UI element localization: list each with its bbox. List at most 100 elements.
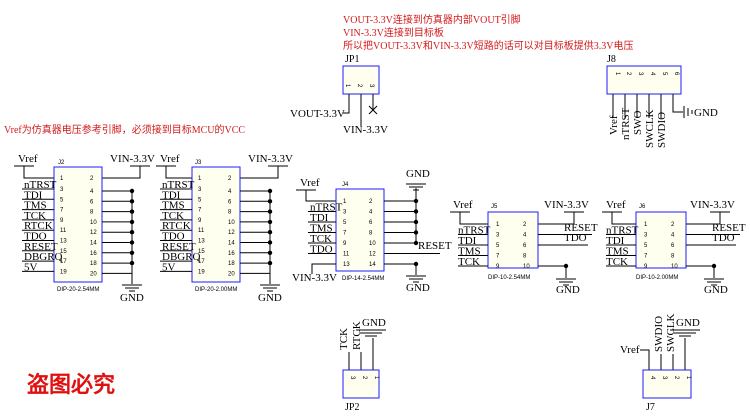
j2-signal-label: 5V xyxy=(24,261,38,273)
j6-signal-label: TCK xyxy=(606,256,628,268)
j2-signal-label: DBGRQ xyxy=(24,251,63,263)
j8-net-swo: SWO xyxy=(632,111,644,136)
note-vref: Vref为仿真器电压参考引脚，必须接到目标MCU的VCC xyxy=(4,123,245,136)
j6-pin-odd: 9 xyxy=(644,264,648,270)
j8-net-ntrst: nTRST xyxy=(620,107,632,140)
j4-gnd-top: GND xyxy=(406,168,430,180)
j5-pin-even: 2 xyxy=(523,222,527,228)
jp1-pin1: 1 xyxy=(344,84,350,88)
j2-pin-odd: 11 xyxy=(60,228,67,234)
j2-signal-label: nTRST xyxy=(24,179,57,191)
j2-pin-even: 18 xyxy=(90,261,97,267)
j4-signal-label: TCK xyxy=(310,233,332,245)
j7-pin2: 2 xyxy=(673,376,679,380)
j6-caption: DIP-10-2.00MM xyxy=(636,275,678,281)
connector-j7: Vref SWDIO SWCLK GND 4 3 2 1 J7 xyxy=(620,313,700,413)
j5-pin-odd: 5 xyxy=(496,243,500,249)
j4-pin-even: 8 xyxy=(369,231,373,237)
j3-pin-odd: 15 xyxy=(198,249,205,255)
j3-signal-label: TDO xyxy=(162,231,185,243)
j6-pin-even: 10 xyxy=(671,264,678,270)
j3-pin-even: 10 xyxy=(228,220,235,226)
connector-jp1: JP1 1 2 3 VOUT-3.3V VIN-3.3V xyxy=(290,54,388,136)
j6-ref: J6 xyxy=(639,204,646,210)
j4-signal-label: TDO xyxy=(310,244,333,256)
j6-pin-even: 2 xyxy=(671,222,675,228)
j3-vin: VIN-3.3V xyxy=(248,153,293,165)
j2-vref: Vref xyxy=(18,153,38,165)
j4-pin-odd: 13 xyxy=(343,262,350,268)
j6-pin-odd: 5 xyxy=(644,243,648,249)
j6-pin-odd: 1 xyxy=(644,222,648,228)
j5-signal-label: TDI xyxy=(458,235,477,247)
j2-signal-label: RESET xyxy=(24,241,58,253)
jp1-pin3: 3 xyxy=(368,84,374,88)
j5-pin-even: 6 xyxy=(523,243,527,249)
j3-caption: DIP-20-2.00MM xyxy=(195,287,237,293)
j5-caption: DIP-10-2.54MM xyxy=(488,275,530,281)
j2-pin-odd: 7 xyxy=(60,208,64,214)
j2-pin-even: 10 xyxy=(90,220,97,226)
j8-ref: J8 xyxy=(607,54,616,65)
jp2-gnd: GND xyxy=(362,317,386,329)
j3-signal-label: TCK xyxy=(162,210,184,222)
j3-pin-odd: 11 xyxy=(198,228,205,234)
j6-signal-label: TDI xyxy=(606,235,625,247)
j5-junction xyxy=(563,263,569,269)
j4-pin-odd: 5 xyxy=(343,220,347,226)
jp2-pin3: 3 xyxy=(349,376,355,380)
j2-pin-even: 20 xyxy=(90,271,97,277)
j7-ref: J7 xyxy=(646,402,655,413)
j6-reset-label: RESET xyxy=(712,222,746,234)
j8-pin4: 4 xyxy=(649,72,655,76)
j2-gnd-symbol xyxy=(122,284,142,292)
j4-gnd-top-symbol xyxy=(406,183,426,191)
j5-pin-odd: 7 xyxy=(496,254,500,260)
j4-vin: VIN-3.3V xyxy=(292,272,337,284)
j4-ref: J4 xyxy=(342,182,349,188)
j6-pin-even: 8 xyxy=(671,254,675,260)
j6-signal-label: TMS xyxy=(606,246,629,258)
j5-gnd: GND xyxy=(556,284,580,296)
j2-pin-even: 16 xyxy=(90,251,97,257)
j2-signal-label: TDO xyxy=(24,231,47,243)
j4-pin-even: 4 xyxy=(369,210,373,216)
j5-pin-even: 8 xyxy=(523,254,527,260)
j4-vref: Vref xyxy=(300,177,320,189)
j8-net-swdio: SWDIO xyxy=(656,112,668,148)
j3-pin-odd: 9 xyxy=(198,218,202,224)
j2-signal-label: TMS xyxy=(24,200,47,212)
j3-signal-label: 5V xyxy=(162,261,176,273)
j7-pin1: 1 xyxy=(685,376,691,380)
jp2-net-tck: TCK xyxy=(338,328,350,350)
j3-pin1: 1 xyxy=(198,176,202,182)
j6-gnd-symbol xyxy=(704,278,724,286)
j2-pin-odd: 5 xyxy=(60,197,64,203)
j2-signal-label: TCK xyxy=(24,210,46,222)
connector-jp2: TCK RTCK GND 3 2 1 JP2 xyxy=(338,317,386,413)
j3-pin-odd: 19 xyxy=(198,269,205,275)
j6-vref: Vref xyxy=(606,199,626,211)
j6-signal-label: nTRST xyxy=(606,225,639,237)
j4-pin-odd: 1 xyxy=(343,199,347,205)
j3-signal-label: TMS xyxy=(162,200,185,212)
j4-reset-label: RESET xyxy=(418,240,452,252)
j5-signal-label: TMS xyxy=(458,246,481,258)
j5-signal-label: nTRST xyxy=(458,225,491,237)
j3-signal-label: TDI xyxy=(162,189,181,201)
j8-pin3: 3 xyxy=(637,72,643,76)
j3-signal-label: RESET xyxy=(162,241,196,253)
j4-pin-odd: 9 xyxy=(343,241,347,247)
j3-pin-even: 20 xyxy=(228,271,235,277)
j3-pin-even: 16 xyxy=(228,251,235,257)
jp2-net-rtck: RTCK xyxy=(351,321,363,350)
j3-signal-label: nTRST xyxy=(162,179,195,191)
j5-ref: J5 xyxy=(491,204,498,210)
j4-pin-even: 2 xyxy=(369,199,373,205)
